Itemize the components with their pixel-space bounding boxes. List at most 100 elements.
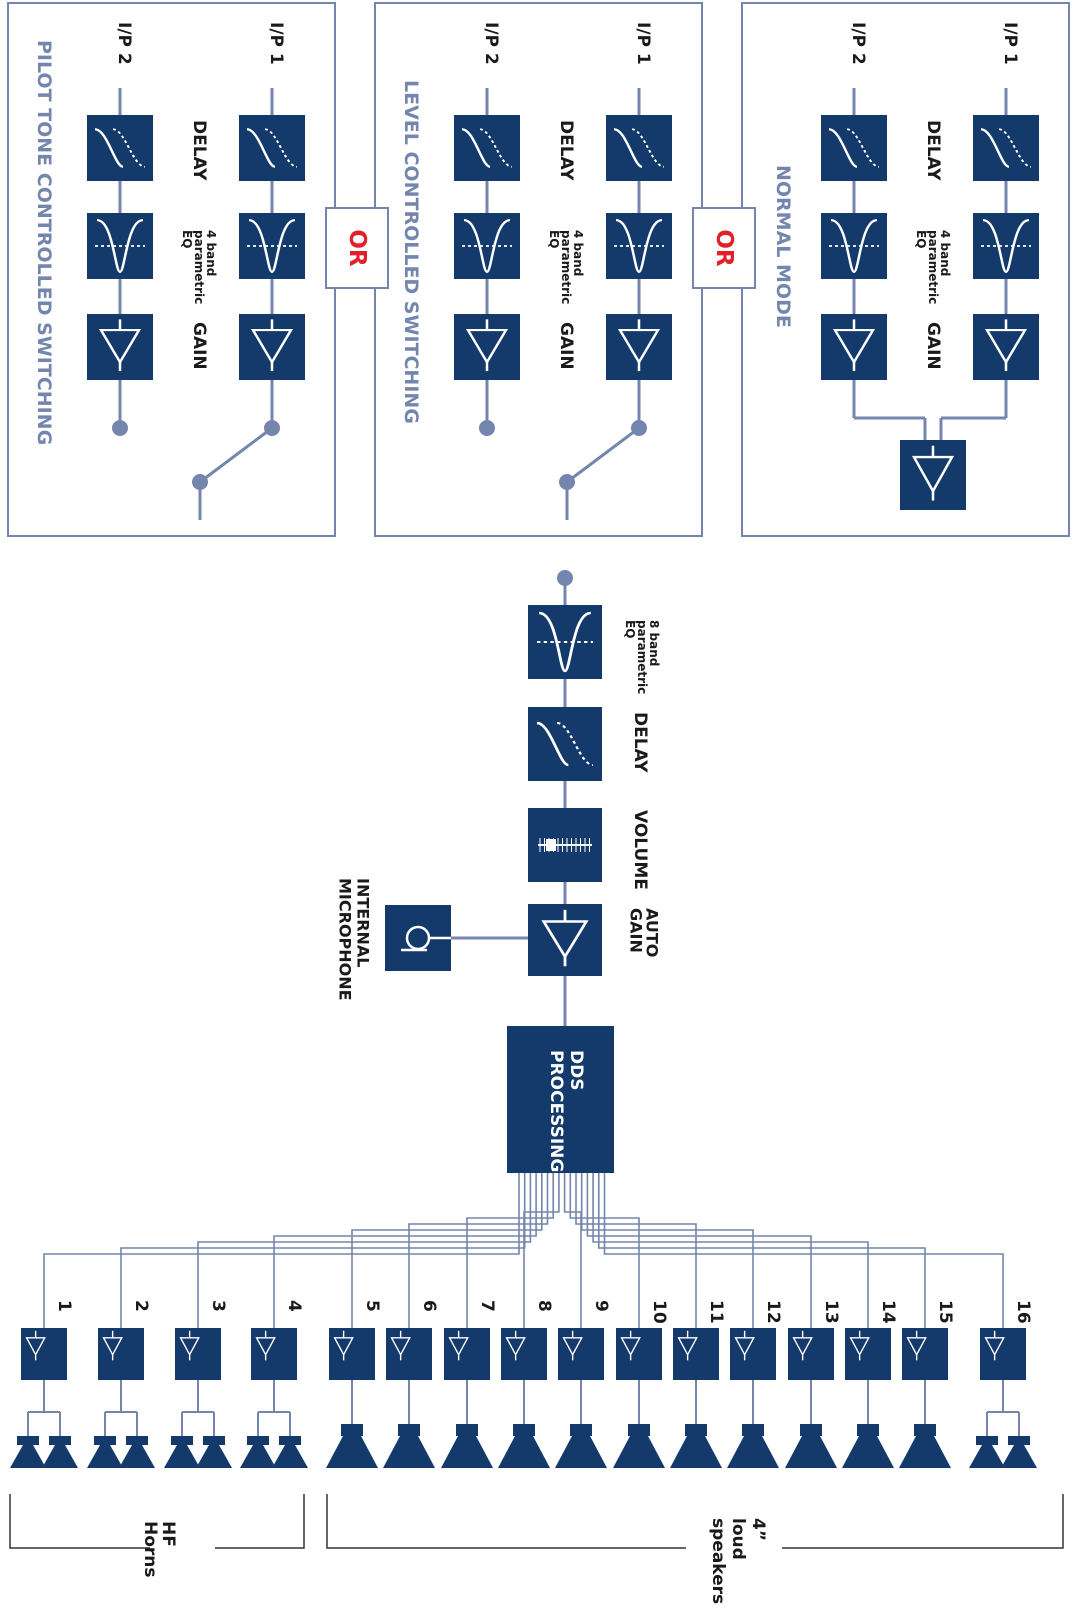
bus-line-16: [603, 1173, 1004, 1328]
loudspeakers-bracket: [326, 1494, 1064, 1549]
auto-gain-label-0: AUTO: [643, 908, 662, 957]
delay-block-bg: [87, 115, 153, 181]
horn-bell: [42, 1445, 78, 1468]
channel-number: 14: [878, 1300, 898, 1324]
speaker-cone: [899, 1436, 951, 1468]
output-amp-2: [98, 1328, 144, 1380]
input-row-2: [821, 88, 887, 380]
output-amp-10: [616, 1328, 662, 1380]
output-amp-7: [444, 1328, 490, 1380]
mode-panel-2: [374, 2, 703, 537]
bus-line-2: [120, 1173, 526, 1328]
horn-driver: [171, 1436, 193, 1445]
output-amp-1-bg: [21, 1328, 67, 1380]
switch-arm: [199, 426, 273, 484]
eq8-label-1: parametric: [635, 620, 649, 694]
channel-number: 6: [419, 1300, 439, 1312]
eq-label-1: parametric: [559, 230, 573, 304]
main-delay-label: DELAY: [630, 712, 650, 773]
input-row-1: [606, 88, 672, 380]
eq-label-0: 4 band: [204, 230, 218, 276]
eq8-label-0: 8 band: [647, 620, 661, 666]
or-label: OR: [344, 229, 370, 267]
output-amp-16-bg: [980, 1328, 1026, 1380]
gain-block: [973, 314, 1039, 380]
switch-contact: [112, 420, 128, 436]
input-label: I/P 2: [114, 22, 134, 65]
horn-bell: [196, 1445, 232, 1468]
speaker-cone: [785, 1436, 837, 1468]
delay-label: DELAY: [923, 120, 943, 181]
eq-label-2: EQ: [180, 230, 194, 248]
speaker-cone: [498, 1436, 550, 1468]
output-amp-12: [730, 1328, 776, 1380]
input-row-2: [87, 88, 153, 380]
bus-line-7: [466, 1173, 554, 1328]
gain-block: [821, 314, 887, 380]
output-amp-14: [845, 1328, 891, 1380]
delay-block-bg: [821, 115, 887, 181]
speaker-magnet: [513, 1424, 535, 1436]
input-row-1: [973, 88, 1039, 380]
horn-driver: [49, 1436, 71, 1445]
delay-block: [87, 115, 153, 181]
or-box-2: [692, 207, 756, 289]
input-row-2: [454, 88, 520, 380]
horn-bell: [240, 1445, 276, 1468]
output-amp-4: [251, 1328, 297, 1380]
bus-line-13: [586, 1173, 812, 1328]
delay-block: [821, 115, 887, 181]
speaker-magnet: [685, 1424, 707, 1436]
bus-line-8: [523, 1173, 560, 1328]
switch-contact: [479, 420, 495, 436]
output-amp-2-bg: [98, 1328, 144, 1380]
volume-label: VOLUME: [630, 810, 650, 890]
input-label: I/P 1: [266, 22, 286, 65]
microphone-label-0: INTERNAL: [354, 878, 373, 967]
channel-number: 5: [362, 1300, 382, 1312]
channel-number: 16: [1013, 1300, 1033, 1324]
horn-bell: [272, 1445, 308, 1468]
horn-bell: [164, 1445, 200, 1468]
speaker-magnet: [570, 1424, 592, 1436]
bus-line-9: [563, 1173, 582, 1328]
output-amp-1: [21, 1328, 67, 1380]
output-amp-11-bg: [673, 1328, 719, 1380]
delay-label: DELAY: [556, 120, 576, 181]
eq-label-2: EQ: [547, 230, 561, 248]
mode-panel-1: [7, 2, 336, 537]
channel-number: 3: [208, 1300, 228, 1312]
channel-number: 10: [649, 1300, 669, 1324]
switch-arm: [566, 426, 640, 484]
auto-gain-block: [528, 904, 602, 976]
fader-knob: [546, 839, 556, 851]
channel-number: 12: [763, 1300, 783, 1324]
labels: PILOT TONE CONTROLLED SWITCHING I/P 1 I/P …: [33, 22, 1033, 1604]
gain-block: [606, 314, 672, 380]
input-label: I/P 2: [481, 22, 501, 65]
output-amp-7-bg: [444, 1328, 490, 1380]
eq-label-0: 4 band: [938, 230, 952, 276]
output-amp-6: [386, 1328, 432, 1380]
output-amp-12-bg: [730, 1328, 776, 1380]
bus-line-5: [351, 1173, 543, 1328]
eq-label-1: parametric: [192, 230, 206, 304]
output-amp-14-bg: [845, 1328, 891, 1380]
hf-horns-label-0: HF: [158, 1521, 178, 1547]
horn-bell: [119, 1445, 155, 1468]
output-amp-3-bg: [175, 1328, 221, 1380]
input-label: I/P 1: [633, 22, 653, 65]
speaker-cone: [441, 1436, 493, 1468]
mode-title: PILOT TONE CONTROLLED SWITCHING: [33, 40, 55, 445]
horn-driver: [94, 1436, 116, 1445]
input-label: I/P 2: [848, 22, 868, 65]
output-amp-15-bg: [902, 1328, 948, 1380]
horn-driver: [1008, 1436, 1030, 1445]
channel-number: 8: [534, 1300, 554, 1312]
delay-block: [239, 115, 305, 181]
bus-line-15: [598, 1173, 926, 1328]
channel-number: 1: [54, 1300, 74, 1312]
channel-number: 13: [821, 1300, 841, 1324]
eq8-label-2: EQ: [623, 620, 637, 638]
